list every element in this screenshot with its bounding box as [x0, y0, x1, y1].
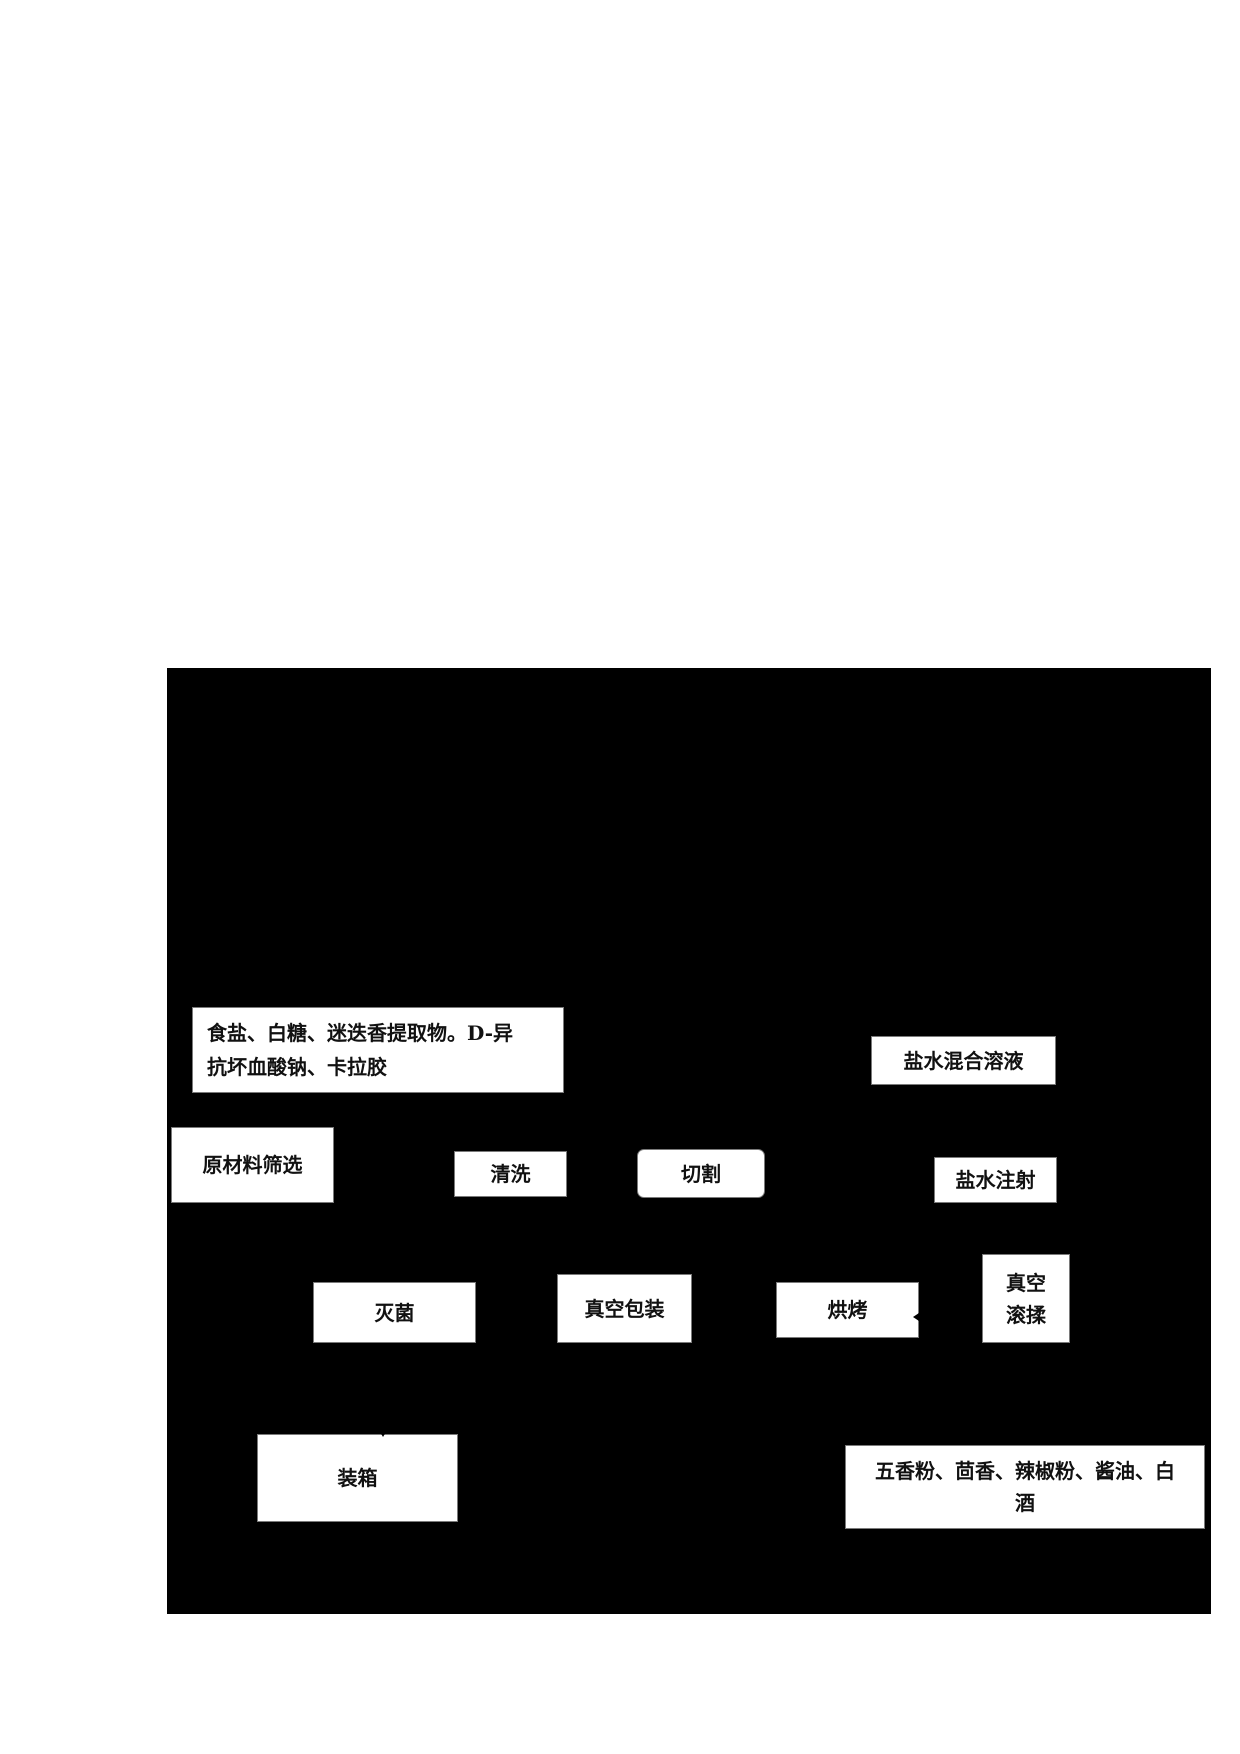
node-sterilization: 灭菌: [313, 1282, 476, 1343]
additives-line-1: 食盐、白糖、迷迭香提取物。D-异: [207, 1021, 514, 1045]
node-brine-mix: 盐水混合溶液: [871, 1036, 1056, 1085]
brine-mix-label: 盐水混合溶液: [903, 1048, 1024, 1073]
node-boxing: 装箱: [257, 1434, 458, 1522]
brine-injection-label: 盐水注射: [955, 1168, 1036, 1192]
spices-line-2: 酒: [1015, 1491, 1035, 1515]
baking-label: 烘烤: [827, 1298, 868, 1322]
node-vacuum-packing: 真空包装: [557, 1274, 692, 1343]
vacuum-packing-label: 真空包装: [584, 1296, 665, 1321]
spices-line-1: 五香粉、茴香、辣椒粉、酱油、白: [875, 1459, 1175, 1483]
screening-label: 原材料筛选: [202, 1153, 303, 1177]
boxing-label: 装箱: [337, 1466, 378, 1490]
arrowhead-down-icon: [380, 1432, 386, 1437]
arrowhead-left-icon: [913, 1313, 919, 1321]
node-brine-injection: 盐水注射: [934, 1157, 1057, 1203]
additives-line-2: 抗坏血酸钠、卡拉胶: [207, 1055, 387, 1079]
vacuum-tumbling-line-1: 真空: [1006, 1270, 1046, 1295]
node-vacuum-tumbling: 真空 滚揉: [982, 1254, 1070, 1343]
node-cutting: 切割: [637, 1149, 765, 1198]
node-baking: 烘烤: [776, 1282, 919, 1338]
sterilization-label: 灭菌: [374, 1300, 415, 1325]
node-washing: 清洗: [454, 1151, 567, 1197]
vacuum-tumbling-line-2: 滚揉: [1006, 1302, 1046, 1327]
cutting-label: 切割: [681, 1161, 721, 1186]
node-spices: 五香粉、茴香、辣椒粉、酱油、白 酒: [845, 1445, 1205, 1529]
washing-label: 清洗: [490, 1162, 531, 1186]
node-additives: 食盐、白糖、迷迭香提取物。D-异 抗坏血酸钠、卡拉胶: [192, 1007, 564, 1093]
node-screening: 原材料筛选: [171, 1127, 334, 1203]
